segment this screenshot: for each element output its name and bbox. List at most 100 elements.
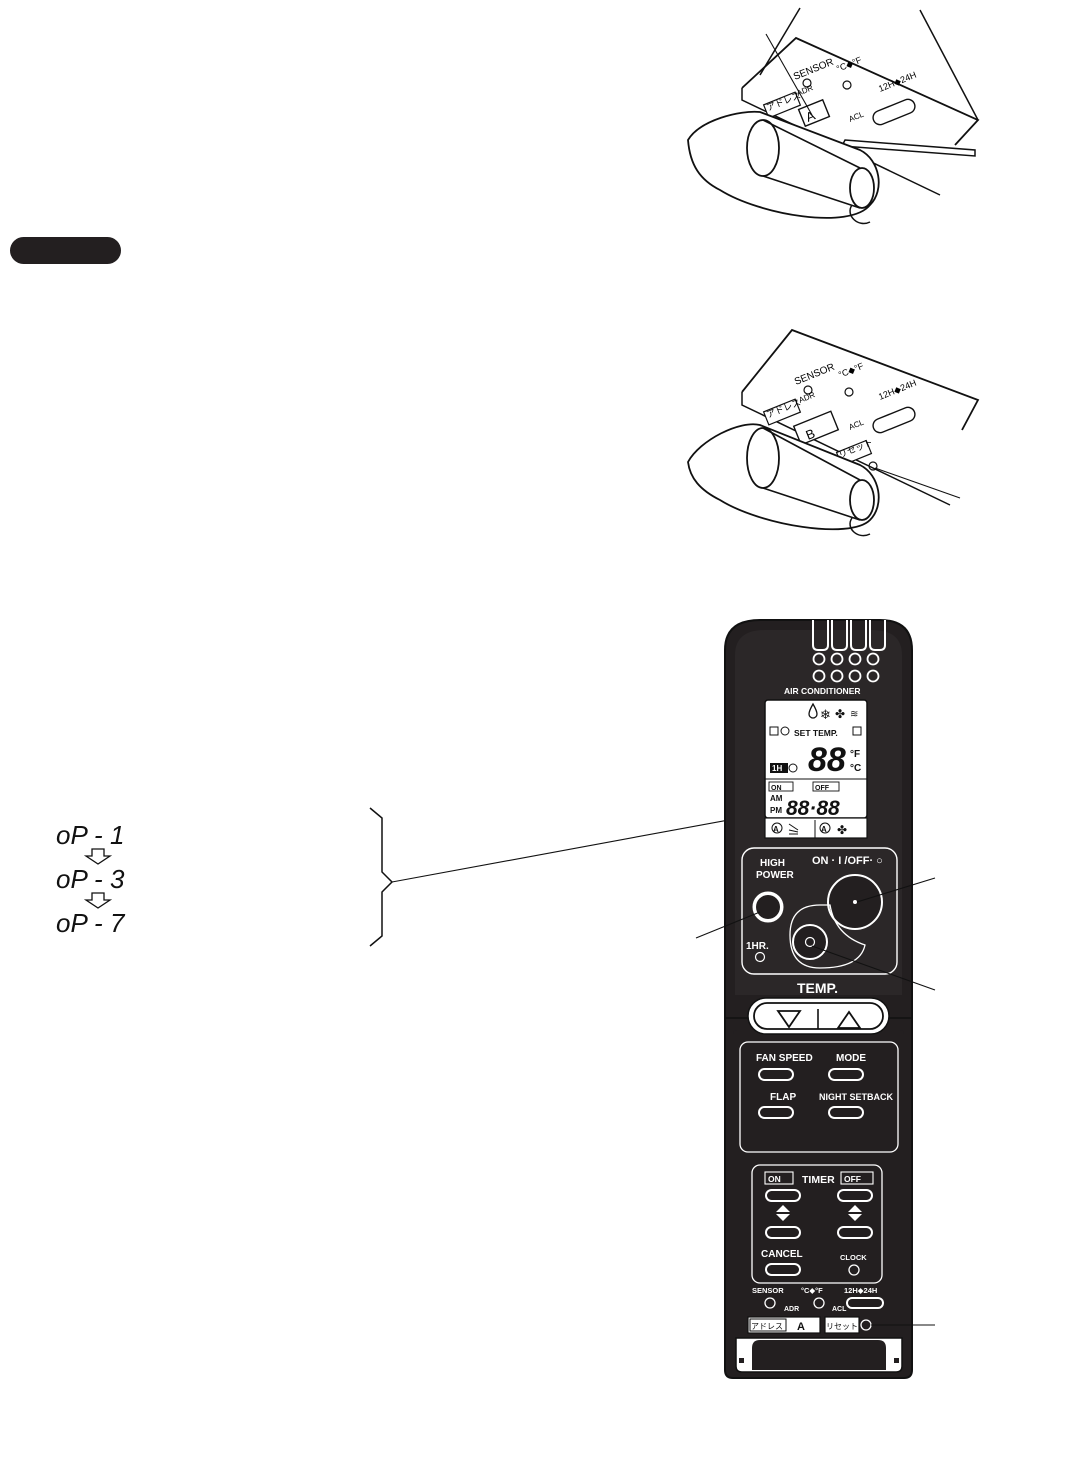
option-code-7: oP - 7 — [56, 908, 126, 938]
mid-clock-mode-label: 12H◆24H — [877, 378, 918, 402]
leader-line-mid — [874, 467, 961, 499]
bottom-address-value: A — [797, 1321, 805, 1333]
timer-on-badge: ON — [768, 1174, 781, 1184]
flap-swing-icon — [788, 823, 799, 835]
lcd-display: ❄ ✤ ≋ SET TEMP. 88 °F °C 1H ON OFF AM PM… — [764, 699, 868, 821]
top-temp-unit-hole-icon — [842, 80, 852, 90]
flap-label: FLAP — [770, 1092, 796, 1103]
timer-off-badge-box — [840, 1171, 874, 1185]
timer-clock-icon — [754, 951, 766, 963]
bottom-clock-mode-label: 12H◆24H — [844, 1286, 877, 1295]
temp-unit-button[interactable] — [813, 1297, 825, 1309]
bottom-temp-unit-label: °C◆°F — [801, 1286, 823, 1295]
night-setback-label: NIGHT SETBACK — [819, 1092, 894, 1102]
cancel-label: CANCEL — [761, 1249, 803, 1260]
bottom-reset-jp: リセット — [826, 1322, 858, 1331]
temp-down-button[interactable] — [776, 1010, 802, 1029]
on-off-label: ON · I /OFF· ○ — [812, 855, 883, 867]
option-sequence: oP - 1 oP - 3 oP - 7 — [56, 807, 773, 947]
remote-controller: AIR CONDITIONER ❄ ✤ ≋ SET TEMP. 88 °F °C… — [695, 619, 936, 1379]
temp-up-button[interactable] — [836, 1010, 862, 1029]
sleep-icon — [780, 726, 790, 736]
arrow-down-icon — [83, 848, 113, 865]
section-tab — [10, 237, 121, 264]
one-hour-badge: 1H — [772, 764, 782, 773]
pm-label: PM — [770, 806, 782, 815]
mid-sensor-hole-icon — [803, 385, 813, 395]
timer-on-updown-icon — [776, 1205, 790, 1221]
one-hr-label: 1HR. — [746, 941, 769, 952]
temp-digits: 88 — [808, 741, 846, 779]
panel-illustration-mid: SENSOR ADR °C◆°F 12H◆24H アドレス B ACL リセット — [687, 328, 980, 537]
reset-tag — [824, 1316, 860, 1334]
bottom-sensor-label: SENSOR — [752, 1286, 784, 1295]
battery-top-icon — [687, 110, 880, 225]
bottom-adr-label: ADR — [784, 1306, 799, 1313]
clock-icon — [788, 763, 798, 773]
fan-icon: ✤ — [835, 707, 845, 721]
leader-line-display — [391, 811, 773, 883]
temp-label: TEMP. — [797, 980, 838, 996]
bottom-address-jp: アドレス — [751, 1322, 783, 1331]
filter-icon — [852, 726, 862, 736]
leader-line-onehr — [811, 945, 936, 991]
one-hr-button-ring — [789, 904, 866, 969]
dry-icon — [808, 702, 818, 719]
heat-icon: ≋ — [850, 709, 858, 720]
ir-emitter-slots — [812, 620, 886, 651]
top-clock-mode-switch — [872, 98, 916, 126]
battery-mid-icon — [687, 423, 880, 537]
sensor-holes — [812, 652, 880, 683]
mid-reset-hole-icon — [868, 461, 878, 471]
leader-line-onoff — [856, 877, 936, 903]
auto-flap-symbol: A — [773, 825, 779, 834]
set-temp-label: SET TEMP. — [794, 728, 838, 738]
mode-icons: ❄ ✤ ≋ — [808, 702, 858, 722]
time-digits: 88·88 — [786, 797, 840, 820]
mid-sensor-label: SENSOR — [793, 362, 836, 388]
am-label: AM — [770, 794, 783, 803]
top-sensor-hole-icon — [802, 78, 812, 88]
fan-speed-label: FAN SPEED — [756, 1053, 813, 1064]
mode-label: MODE — [836, 1053, 866, 1064]
one-hr-timer-button[interactable] — [792, 924, 828, 960]
timer-label: TIMER — [802, 1174, 835, 1186]
leader-line-highpower — [695, 911, 761, 939]
timer-square-icon — [769, 726, 779, 736]
off-badge: OFF — [815, 785, 830, 792]
mid-address-window — [792, 410, 840, 446]
leader-line-top — [765, 33, 813, 116]
mid-clock-mode-switch — [872, 406, 916, 434]
fan-speed-icon: ✤ — [837, 823, 847, 837]
auto-fan-symbol: A — [821, 825, 827, 834]
mid-acl-label: ACL — [847, 417, 865, 431]
mid-temp-unit-hole-icon — [844, 387, 854, 397]
timer-on-badge-box — [764, 1171, 794, 1185]
sensor-button[interactable] — [764, 1297, 776, 1309]
brand-label: AIR CONDITIONER — [784, 686, 861, 696]
mid-temp-unit-label: °C◆°F — [837, 361, 865, 380]
option-code-3: oP - 3 — [56, 864, 125, 894]
off-badge-box — [812, 781, 840, 792]
unit-f: °F — [850, 749, 860, 760]
auto-fan-icon — [819, 822, 831, 834]
one-hour-badge-box — [770, 763, 788, 773]
clock-label: CLOCK — [840, 1253, 867, 1262]
top-address-tag — [762, 91, 802, 119]
bracket — [369, 807, 394, 947]
lcd-display-lower-strip — [764, 817, 868, 839]
mid-address-tag — [762, 398, 802, 426]
timer-panel — [751, 1164, 883, 1284]
timer-off-badge: OFF — [844, 1174, 861, 1184]
auto-flap-icon — [771, 822, 783, 834]
function-button-panel — [739, 1041, 899, 1153]
arrow-down-icon — [83, 892, 113, 909]
option-code-1: oP - 1 — [56, 820, 124, 850]
on-badge-box — [768, 781, 794, 792]
panel-illustration-top: SENSOR ADR °C◆°F 12H◆24H アドレス A ACL — [687, 7, 990, 225]
clock-set-button[interactable] — [848, 1264, 860, 1276]
on-badge: ON — [771, 785, 782, 792]
bottom-acl-label: ACL — [832, 1306, 847, 1313]
